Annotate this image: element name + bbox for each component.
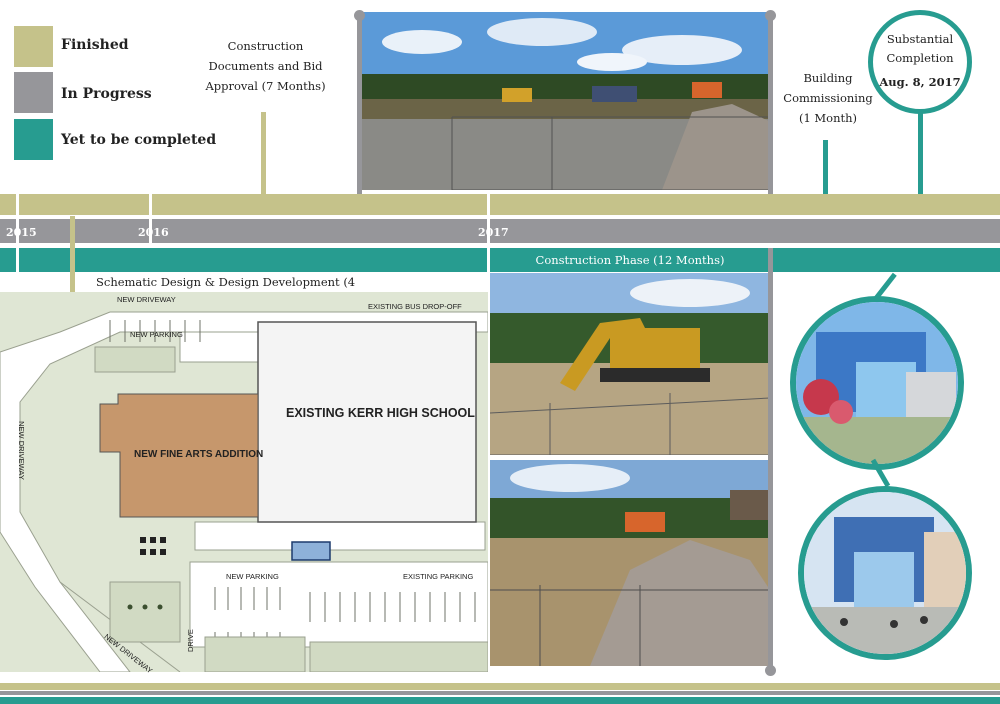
timeline-bar-yet-to-be-completed [0, 248, 1000, 272]
legend-label-yet-to-be-completed: Yet to be completed [61, 132, 217, 148]
substantial-completion-label: Substantial Completion [886, 32, 954, 65]
milestone-construction-docs-label: Construction Documents and Bid Approval … [205, 39, 326, 93]
footer-stripe-yet-to-be-completed [0, 697, 1000, 704]
construction-photo-excavator [490, 273, 770, 455]
year-label-2016: 2016 [138, 226, 169, 239]
construction-photo-rubble [490, 460, 770, 666]
photo-post-left-knob [354, 10, 365, 21]
milestone-construction-docs-stem [261, 112, 266, 194]
construction-phase-label: Construction Phase (12 Months) [535, 253, 725, 267]
timeline-gap-1 [0, 215, 1000, 219]
site-label-existing-school: EXISTING KERR HIGH SCHOOL [286, 406, 475, 420]
schematic-design-stem [70, 216, 75, 292]
substantial-completion-date: Aug. 8, 2017 [879, 75, 961, 89]
timeline-divider-2015-c [16, 248, 19, 272]
milestone-commissioning-stem [823, 140, 828, 194]
timeline-divider-2016-b [149, 219, 152, 243]
year-label-2015: 2015 [6, 226, 37, 239]
photo-post-right [768, 12, 773, 194]
site-label-new-parking-top: NEW PARKING [130, 330, 183, 339]
footer-stripe-in-progress [0, 691, 1000, 695]
site-label-existing-parking: EXISTING PARKING [403, 572, 474, 581]
photo-post-middle-right-knob [765, 665, 776, 676]
timeline-gap-2 [0, 243, 1000, 248]
site-plan [0, 292, 488, 672]
legend-swatch-in-progress [14, 72, 53, 113]
year-label-2017: 2017 [478, 226, 509, 239]
site-label-drive: DRIVE [186, 629, 195, 652]
site-label-new-driveway-top: NEW DRIVEWAY [117, 295, 176, 304]
substantial-completion-circle [868, 10, 972, 114]
site-label-new-driveway-left: NEW DRIVEWAY [16, 421, 26, 480]
legend-label-in-progress: In Progress [61, 86, 152, 102]
substantial-completion-stem [918, 113, 923, 195]
footer-stripe-finished [0, 683, 1000, 690]
timeline-bar-finished [0, 194, 1000, 215]
milestone-building-commissioning-label: Building Commissioning (1 Month) [783, 71, 873, 125]
legend-label-finished: Finished [61, 37, 129, 53]
timeline-divider-2017-c [487, 248, 490, 272]
photo-post-left [357, 12, 362, 194]
rendering-circle-bottom [798, 486, 972, 660]
construction-photo-top [362, 12, 771, 190]
timeline-divider-2017-b [487, 219, 490, 243]
legend-swatch-yet-to-be-completed [14, 119, 53, 160]
legend-swatch-finished [14, 26, 53, 67]
site-label-existing-bus-dropoff: EXISTING BUS DROP-OFF [368, 302, 462, 311]
site-label-new-parking-bottom: NEW PARKING [226, 572, 279, 581]
timeline-bar-in-progress [0, 219, 1000, 243]
photo-post-right-knob [765, 10, 776, 21]
timeline-divider-2015-b [16, 219, 19, 243]
site-label-new-fine-arts: NEW FINE ARTS ADDITION [134, 449, 264, 460]
photo-post-middle-right [768, 248, 773, 672]
rendering-circle-top [790, 296, 964, 470]
